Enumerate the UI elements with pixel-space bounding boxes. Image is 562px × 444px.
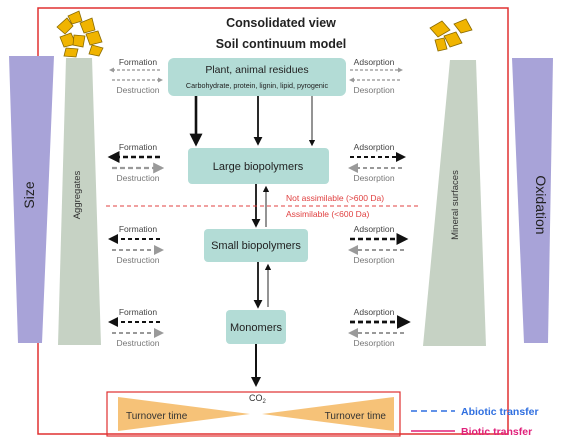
aggregates-gradient-bar: Aggregates [58, 58, 101, 345]
box-small-biopolymers: Small biopolymers [204, 229, 308, 262]
destruction-label-2: Destruction [117, 173, 160, 183]
left-exchange-row-3: Formation Destruction [108, 224, 164, 265]
box-large-biopolymers: Large biopolymers [188, 148, 329, 184]
formation-label-1: Formation [119, 57, 158, 67]
adsorption-label-4: Adsorption [354, 307, 395, 317]
right-exchange-row-4: Adsorption Desorption [348, 307, 411, 348]
turnover-left-wedge [118, 397, 250, 431]
oxidation-gradient-bar: Oxidation [512, 58, 553, 343]
turnover-right-label: Turnover time [325, 411, 387, 422]
formation-label-4: Formation [119, 307, 158, 317]
desorption-label-3: Desorption [353, 255, 394, 265]
box-plant-animal-residues: Plant, animal residues Carbohydrate, pro… [168, 58, 346, 96]
diagram-subtitle: Soil continuum model [216, 37, 347, 51]
desorption-label-1: Desorption [353, 85, 394, 95]
left-exchange-row-4: Formation Destruction [108, 307, 164, 348]
residues-label: Plant, animal residues [205, 64, 308, 76]
threshold-above-label: Not assimilable (>600 Da) [286, 193, 384, 203]
co2-label: CO2 [249, 393, 267, 405]
right-exchange-row-1: Adsorption Desorption [349, 57, 403, 95]
left-exchange-row-1: Formation Destruction [109, 57, 163, 95]
threshold-below-label: Assimilable (<600 Da) [286, 209, 370, 219]
turnover-left-label: Turnover time [126, 411, 188, 422]
legend-abiotic-label: Abiotic transfer [461, 406, 539, 418]
destruction-label-4: Destruction [117, 338, 160, 348]
monomers-label: Monomers [230, 322, 282, 334]
formation-label-3: Formation [119, 224, 158, 234]
right-exchange-row-3: Adsorption Desorption [348, 224, 409, 265]
mineral-surfaces-label: Mineral surfaces [450, 170, 461, 240]
legend: Abiotic transfer Biotic transfer [411, 406, 539, 438]
size-gradient-bar: Size [9, 56, 54, 343]
large-biopolymers-label: Large biopolymers [213, 161, 304, 173]
diagram-title: Consolidated view [226, 16, 336, 30]
box-monomers: Monomers [226, 310, 286, 344]
desorption-label-2: Desorption [353, 173, 394, 183]
right-exchange-row-2: Adsorption Desorption [348, 142, 406, 183]
legend-biotic-label: Biotic transfer [461, 426, 532, 438]
residues-sublabel: Carbohydrate, protein, lignin, lipid, py… [186, 81, 329, 90]
aggregates-label: Aggregates [72, 170, 83, 219]
oxidation-label: Oxidation [533, 175, 549, 234]
adsorption-label-1: Adsorption [354, 57, 395, 67]
size-label: Size [21, 181, 37, 208]
adsorption-label-2: Adsorption [354, 142, 395, 152]
mineral-crystal-icon [429, 18, 473, 52]
destruction-label-3: Destruction [117, 255, 160, 265]
desorption-label-4: Desorption [353, 338, 394, 348]
mineral-surfaces-gradient-bar: Mineral surfaces [423, 60, 486, 346]
small-biopolymers-label: Small biopolymers [211, 240, 301, 252]
turnover-right-wedge [262, 397, 394, 431]
turnover-time-panel: Turnover time Turnover time CO2 [106, 391, 401, 437]
destruction-label-1: Destruction [117, 85, 160, 95]
assimilability-threshold: Not assimilable (>600 Da) Assimilable (<… [106, 193, 420, 219]
aggregate-cluster-icon [56, 10, 104, 58]
left-exchange-row-2: Formation Destruction [107, 142, 165, 183]
formation-label-2: Formation [119, 142, 158, 152]
vertical-flow-arrows [189, 96, 316, 387]
adsorption-label-3: Adsorption [354, 224, 395, 234]
